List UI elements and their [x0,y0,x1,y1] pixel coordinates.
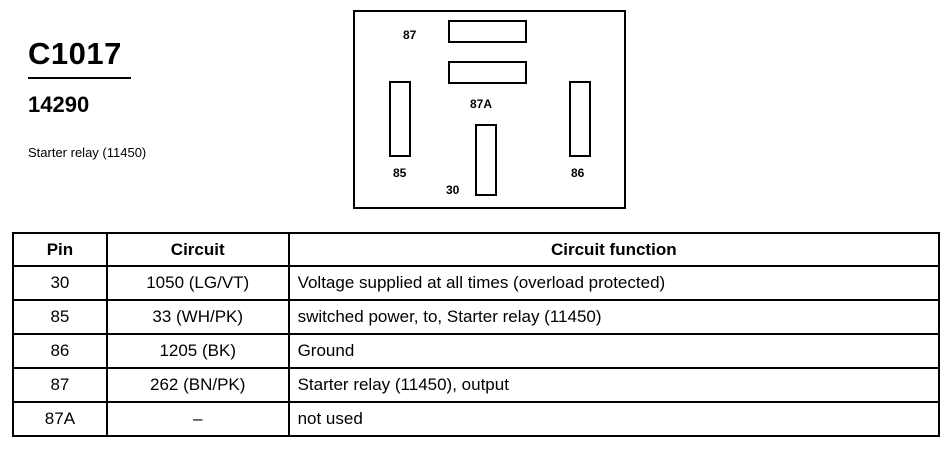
cell-function: not used [287,401,941,437]
cell-function: Voltage supplied at all times (overload … [287,265,941,301]
terminal-label-87: 87 [403,28,417,42]
connector-id: C1017 [28,36,122,71]
cell-pin: 87A [12,401,108,437]
table-row: 85 33 (WH/PK) switched power, to, Starte… [12,299,941,335]
connector-description: Starter relay (11450) [28,145,147,160]
cell-function: Ground [287,333,941,369]
table-row: 87A – not used [12,401,941,437]
header-pin: Pin [12,232,108,267]
header-circuit: Circuit [105,232,290,267]
terminal-87 [448,20,527,43]
connector-face-diagram: 87 87A 85 86 30 [353,10,626,209]
terminal-87a [448,61,527,84]
part-number: 14290 [28,92,90,117]
terminal-85 [389,81,411,157]
terminal-label-86: 86 [571,166,585,180]
header-circuit-function: Circuit function [287,232,941,267]
cell-pin: 85 [12,299,108,335]
cell-pin: 30 [12,265,108,301]
title-underline [28,77,131,79]
cell-function: switched power, to, Starter relay (11450… [287,299,941,335]
cell-pin: 86 [12,333,108,369]
cell-circuit: – [105,401,290,437]
cell-pin: 87 [12,367,108,403]
table-row: 87 262 (BN/PK) Starter relay (11450), ou… [12,367,941,403]
terminal-label-85: 85 [393,166,407,180]
pin-table: Pin Circuit Circuit function 30 1050 (LG… [12,232,941,437]
cell-circuit: 1205 (BK) [105,333,290,369]
table-row: 86 1205 (BK) Ground [12,333,941,369]
table-header-row: Pin Circuit Circuit function [12,232,941,267]
terminal-label-30: 30 [446,183,460,197]
terminal-30 [475,124,497,196]
terminal-label-87a: 87A [470,97,493,111]
terminal-86 [569,81,591,157]
table-row: 30 1050 (LG/VT) Voltage supplied at all … [12,265,941,301]
cell-circuit: 33 (WH/PK) [105,299,290,335]
cell-function: Starter relay (11450), output [287,367,941,403]
cell-circuit: 262 (BN/PK) [105,367,290,403]
cell-circuit: 1050 (LG/VT) [105,265,290,301]
